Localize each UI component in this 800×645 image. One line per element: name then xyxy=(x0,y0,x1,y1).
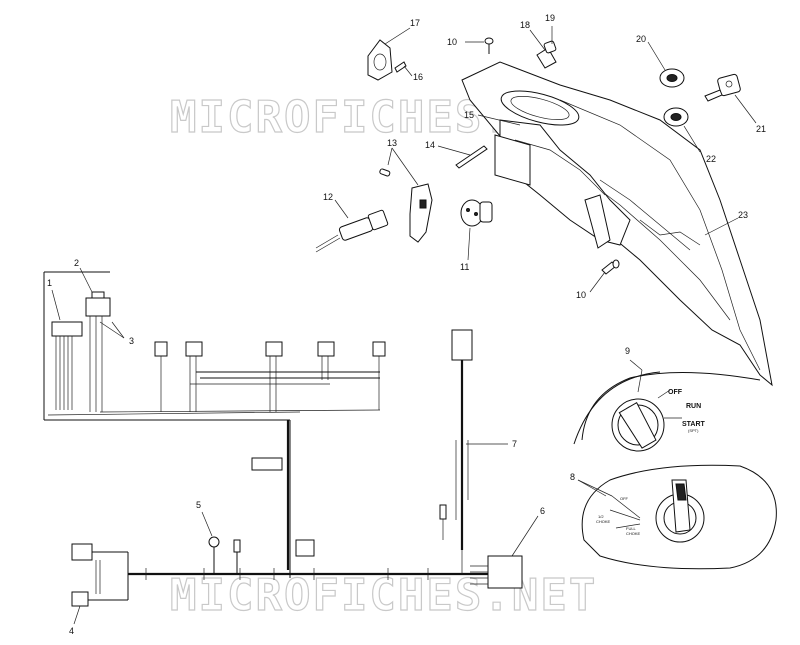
choke-off-label: OFF xyxy=(620,496,629,501)
ring-terminal xyxy=(208,536,220,548)
screw-lower xyxy=(601,259,620,275)
gauge-pod-bowl xyxy=(500,90,580,126)
connector-row-a xyxy=(154,341,168,357)
screw-top xyxy=(484,37,494,54)
watermark-bottom: MICROFICHES.NET xyxy=(170,570,597,621)
ignition-start-label: START xyxy=(682,421,706,428)
mount-bracket xyxy=(367,39,393,81)
socket-11 xyxy=(460,199,493,227)
callout-6: 6 xyxy=(540,506,545,516)
choke-half-label: 1/2 xyxy=(598,514,604,519)
callout-4: 4 xyxy=(69,626,74,636)
callout-8: 8 xyxy=(570,472,575,482)
callout-7: 7 xyxy=(512,439,517,449)
pin xyxy=(394,61,407,73)
pod-bracket xyxy=(494,134,531,186)
grommet-20 xyxy=(659,68,685,88)
callout-9: 9 xyxy=(625,346,630,356)
connector-row-b xyxy=(185,341,203,357)
wiring-harness xyxy=(43,271,523,607)
ignition-off-label: OFF xyxy=(668,389,683,396)
connector-4-upper xyxy=(71,543,93,561)
callout-3: 3 xyxy=(129,336,134,346)
switch-13 xyxy=(379,168,433,243)
instrument-pod-assembly xyxy=(461,61,773,387)
sensor-12 xyxy=(315,209,389,253)
connector-1 xyxy=(51,321,83,337)
callout-11: 11 xyxy=(460,262,469,272)
callout-2: 2 xyxy=(74,258,79,268)
connector-2 xyxy=(85,297,111,317)
callout-10-top: 10 xyxy=(447,37,457,47)
callout-18: 18 xyxy=(520,20,530,30)
choke-full-label: FULL xyxy=(626,526,637,531)
callout-12: 12 xyxy=(323,192,333,202)
cable-tie xyxy=(455,145,488,169)
callout-22: 22 xyxy=(706,154,716,164)
connector-center-b xyxy=(295,539,315,557)
ignition-start-sub-label: (SPT) xyxy=(688,428,699,433)
callout-19: 19 xyxy=(545,13,555,23)
leader-lines-lower xyxy=(51,267,607,625)
grommet-22 xyxy=(663,107,689,127)
ignition-run-label: RUN xyxy=(686,403,701,410)
connector-row-e xyxy=(372,341,386,357)
connector-7-head xyxy=(451,329,473,361)
callout-23: 23 xyxy=(738,210,748,220)
ignition-key xyxy=(704,73,741,102)
callout-16: 16 xyxy=(413,72,423,82)
choke-switch-panel: OFF 1/2 CHOKE FULL CHOKE xyxy=(577,464,777,570)
callout-15: 15 xyxy=(464,110,474,120)
bulb-socket xyxy=(536,40,557,69)
callout-20: 20 xyxy=(636,34,646,44)
leader-lines-upper xyxy=(334,26,757,293)
callout-1: 1 xyxy=(47,278,52,288)
callouts: 1 2 3 4 5 6 7 8 9 10 10 11 12 13 14 15 1… xyxy=(47,13,766,636)
callout-13: 13 xyxy=(387,138,397,148)
connector-center-a xyxy=(251,457,283,471)
connector-4-lower xyxy=(71,591,89,607)
inline-fuse xyxy=(439,504,447,520)
connector-row-c xyxy=(265,341,283,357)
ignition-switch-panel: OFF RUN START (SPT) xyxy=(573,359,761,452)
callout-14: 14 xyxy=(425,140,435,150)
callout-10-lower: 10 xyxy=(576,290,586,300)
connector-row-d xyxy=(317,341,335,357)
choke-choke-label: CHOKE xyxy=(596,519,611,524)
callout-5: 5 xyxy=(196,500,201,510)
callout-21: 21 xyxy=(756,124,766,134)
connector-6 xyxy=(487,555,523,589)
choke-choke2-label: CHOKE xyxy=(626,531,641,536)
callout-17: 17 xyxy=(410,18,420,28)
